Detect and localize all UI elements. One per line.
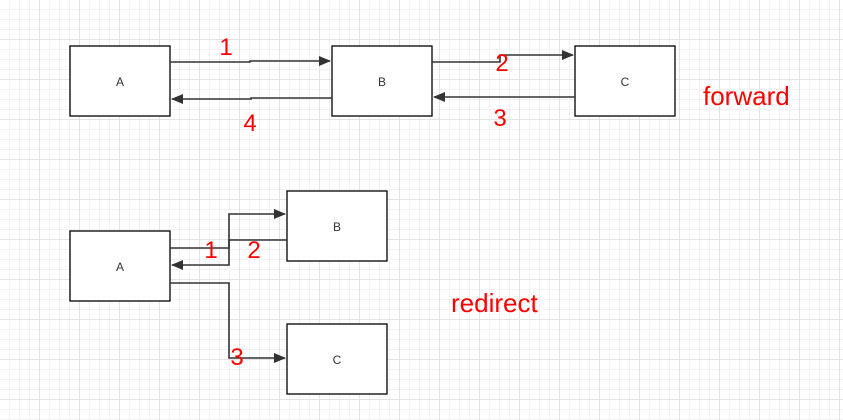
redirect-edge-a-to-b bbox=[170, 209, 286, 249]
redirect-diagram: A B C 1 2 3 redirect bbox=[69, 190, 538, 395]
redirect-step-2-label: 2 bbox=[247, 237, 260, 264]
forward-node-a[interactable] bbox=[69, 45, 171, 117]
forward-edge-b-to-a bbox=[171, 94, 332, 104]
forward-step-2-label: 2 bbox=[495, 50, 508, 77]
forward-edge-a-to-b bbox=[170, 56, 331, 66]
forward-node-c-label: C bbox=[621, 75, 630, 89]
redirect-node-a-label: A bbox=[116, 260, 124, 274]
redirect-node-a[interactable] bbox=[69, 230, 171, 302]
forward-step-4-label: 4 bbox=[243, 110, 256, 137]
forward-node-a-label: A bbox=[116, 75, 124, 89]
redirect-node-b-label: B bbox=[333, 220, 341, 234]
forward-edge-b-to-c bbox=[432, 50, 574, 63]
redirect-node-b[interactable] bbox=[286, 190, 388, 262]
forward-title: forward bbox=[703, 81, 790, 111]
forward-node-b-label: B bbox=[378, 75, 386, 89]
redirect-node-c[interactable] bbox=[286, 323, 388, 395]
forward-step-1-label: 1 bbox=[219, 34, 232, 61]
redirect-node-c-label: C bbox=[333, 353, 342, 367]
forward-diagram: A B C 1 2 3 4 forward bbox=[69, 34, 790, 137]
redirect-step-3-label: 3 bbox=[230, 344, 243, 371]
redirect-title: redirect bbox=[451, 288, 538, 318]
redirect-edge-b-to-a bbox=[171, 239, 287, 270]
forward-node-c[interactable] bbox=[574, 45, 676, 117]
forward-node-b[interactable] bbox=[331, 45, 433, 117]
redirect-edge-a-to-c bbox=[170, 282, 286, 363]
redirect-step-1-label: 1 bbox=[204, 237, 217, 264]
forward-step-3-label: 3 bbox=[493, 105, 506, 132]
